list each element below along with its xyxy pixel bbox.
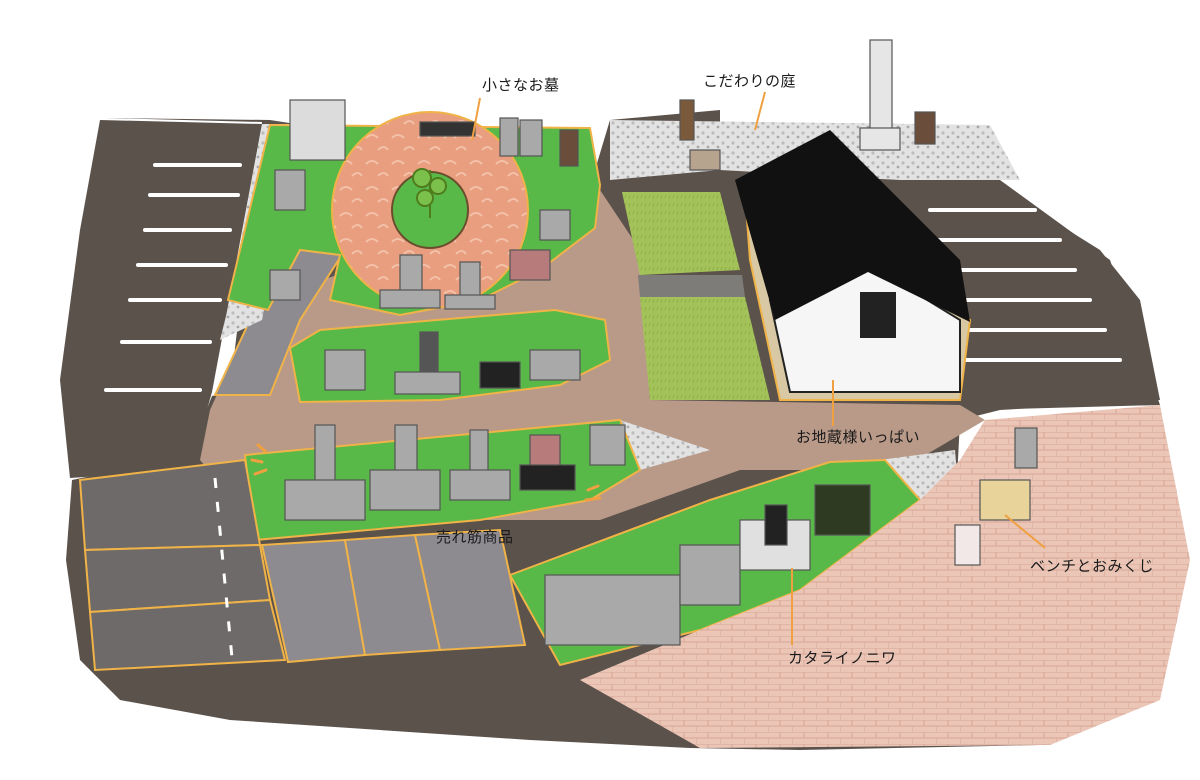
jizo-hall: [735, 130, 972, 401]
parking-stripes-right: [928, 208, 1122, 362]
label-bench-omikuji: ベンチとおみくじ: [1030, 557, 1155, 575]
paving-strip: [638, 275, 745, 297]
label-katarai-niwa: カタライノニワ: [788, 649, 897, 667]
slab-dashes: [213, 477, 234, 659]
hall-roof: [735, 130, 970, 322]
label-best-sellers: 売れ筋商品: [436, 528, 514, 546]
brick-plaza: [580, 405, 1190, 748]
center-tree-icon: [412, 168, 447, 218]
lawn-panel-upper: [622, 192, 740, 275]
label-small-graves: 小さなお墓: [482, 76, 560, 94]
hall-door: [860, 292, 896, 338]
label-jizo: お地蔵様いっぱい: [796, 428, 921, 446]
gravestones: [269, 39, 1038, 646]
parking-slabs: [78, 458, 527, 672]
lawn-panel-lower: [640, 297, 770, 400]
leader-lines: [471, 91, 1046, 645]
parking-stripes-left: [104, 163, 242, 392]
highlight-marks: [250, 443, 602, 502]
label-kodawari-garden: こだわりの庭: [703, 72, 797, 90]
